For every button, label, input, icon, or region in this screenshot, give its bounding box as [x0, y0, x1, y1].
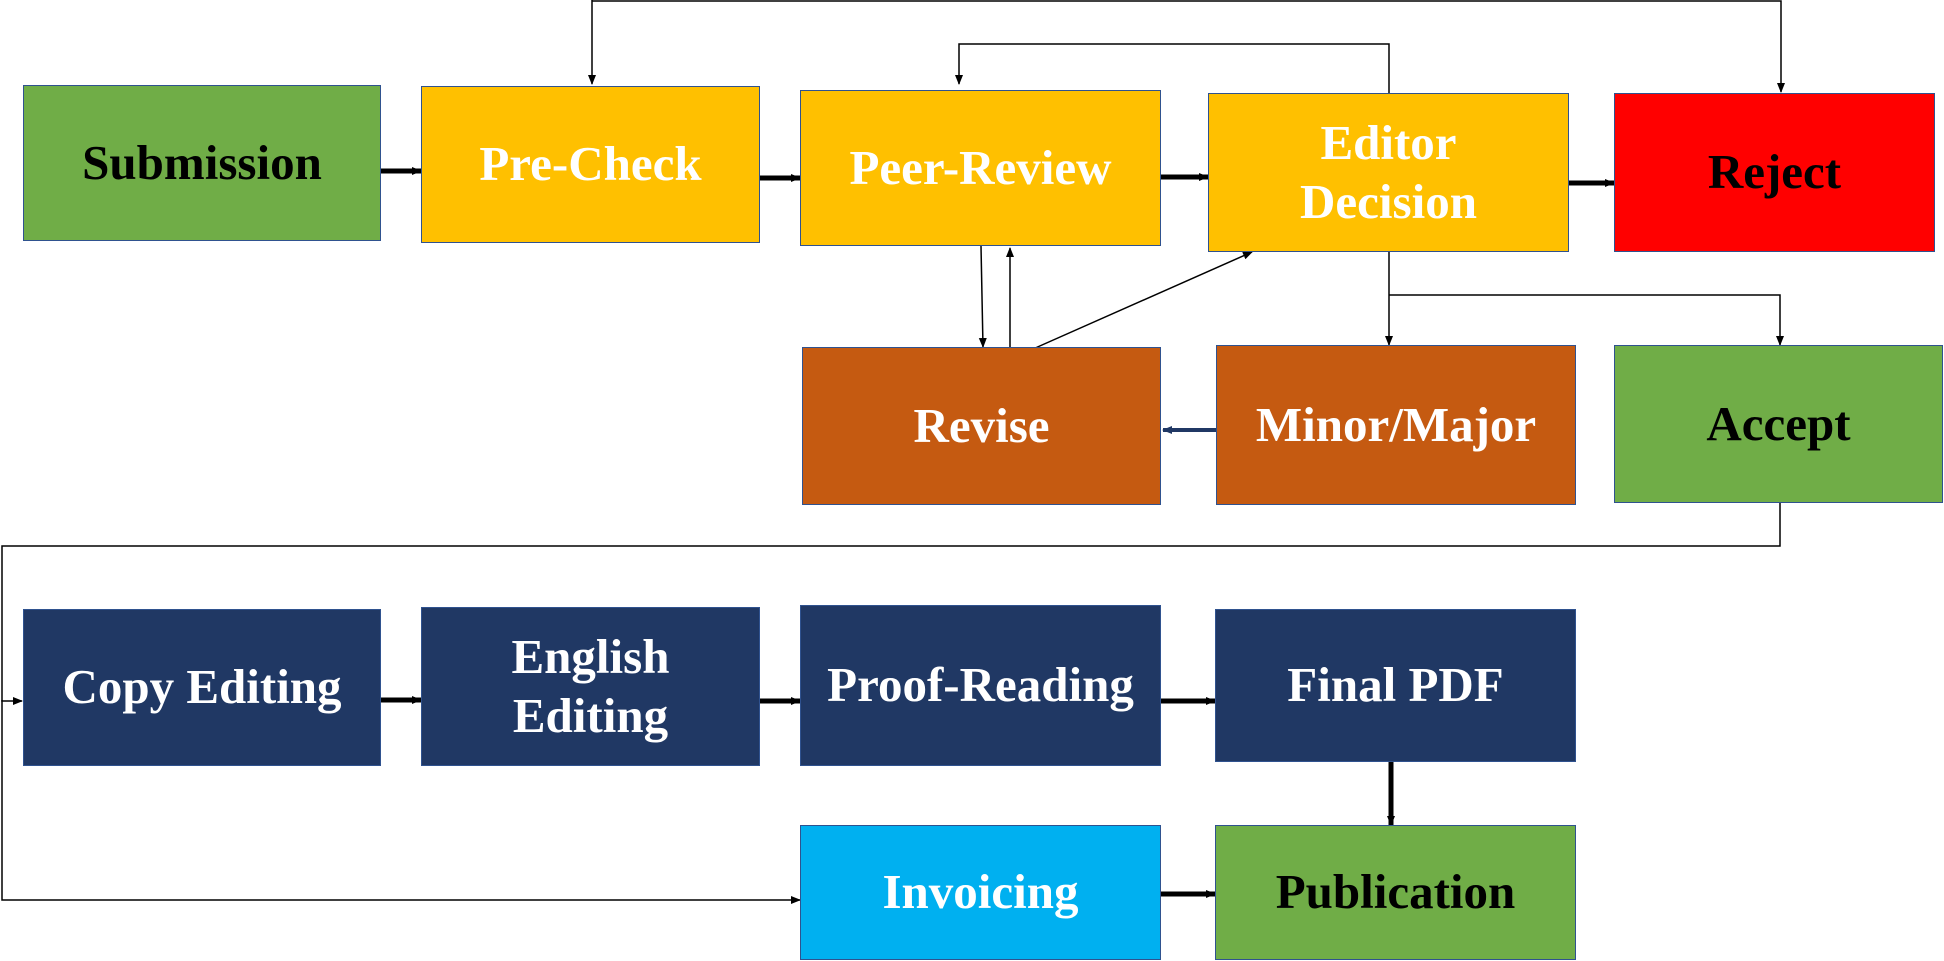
node-publication: Publication [1215, 825, 1576, 960]
node-peer-review: Peer-Review [800, 90, 1161, 246]
node-revise: Revise [802, 347, 1161, 505]
edge-editor-decision-to-peer-review [955, 43, 1390, 93]
edge-accept-to-invoicing [1, 700, 801, 904]
node-reject-label: Reject [1707, 144, 1842, 200]
node-minor-major-label: Minor/Major [1255, 396, 1537, 452]
node-proof-reading: Proof-Reading [800, 605, 1161, 766]
node-final-pdf-label: Final PDF [1287, 657, 1504, 713]
node-english-editing: English Editing [421, 607, 760, 766]
node-pre-check: Pre-Check [421, 86, 760, 243]
node-reject: Reject [1614, 93, 1935, 252]
node-copy-editing-label: Copy Editing [62, 659, 342, 715]
node-submission: Submission [23, 85, 381, 241]
edge-loop-top-line [592, 0, 1785, 93]
node-english-editing-label: English Editing [511, 628, 670, 743]
edge-revise-to-editor-decision [1032, 251, 1253, 350]
node-proof-reading-label: Proof-Reading [827, 657, 1134, 713]
node-publication-label: Publication [1275, 864, 1516, 920]
node-invoicing: Invoicing [800, 825, 1161, 960]
node-accept-label: Accept [1706, 395, 1851, 451]
node-invoicing-label: Invoicing [882, 864, 1079, 920]
node-final-pdf: Final PDF [1215, 609, 1576, 762]
edge-peer-review-to-revise [978, 245, 987, 348]
node-minor-major: Minor/Major [1216, 345, 1576, 505]
node-editor-decision: Editor Decision [1208, 93, 1569, 252]
node-pre-check-label: Pre-Check [479, 136, 702, 192]
node-accept: Accept [1614, 345, 1943, 503]
node-editor-decision-label: Editor Decision [1300, 114, 1477, 229]
edge-accept-to-copy-editing [1, 503, 1781, 705]
node-submission-label: Submission [82, 134, 322, 190]
node-copy-editing: Copy Editing [23, 609, 381, 766]
node-revise-label: Revise [913, 397, 1050, 453]
node-peer-review-label: Peer-Review [849, 139, 1112, 195]
edge-editor-decision-to-accept [1389, 294, 1784, 346]
